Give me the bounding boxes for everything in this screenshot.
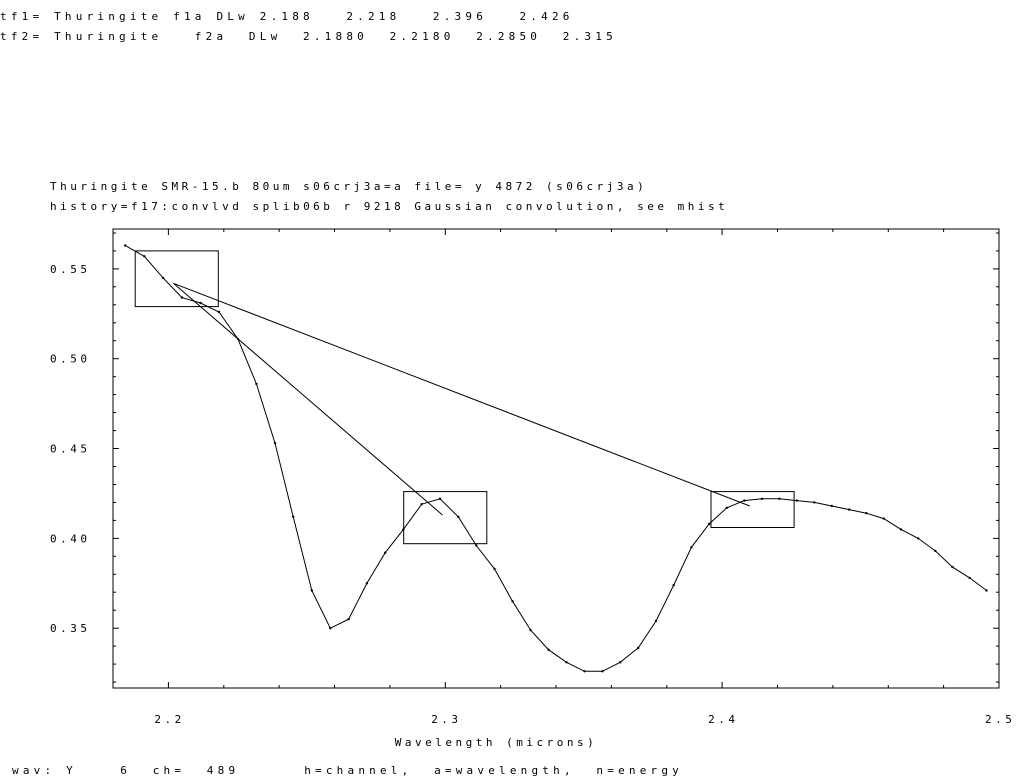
data-point [583,670,586,673]
continuum-lines [173,282,750,516]
continuum-line [173,282,750,507]
y-tick-labels: 0.35 0.40 0.45 0.50 0.55 [50,263,91,635]
data-point [848,508,851,511]
data-point [813,501,816,504]
data-point [968,576,971,580]
data-point [707,522,711,526]
data-point [329,627,332,630]
data-point [217,310,221,314]
data-point [180,296,184,299]
data-point [743,499,746,502]
data-point [438,497,442,500]
data-point [934,549,937,553]
data-point [690,546,693,549]
y-tick-label: 0.40 [50,532,91,545]
data-point [672,583,675,587]
header-tf2: tf2= Thuringite f2a DLw 2.1880 2.2180 2.… [0,30,617,43]
feature-box [710,491,795,529]
data-point [347,618,350,621]
data-point [760,497,764,500]
data-point [529,628,532,632]
x-tick-labels: 2.2 2.3 2.4 2.5 [154,713,1015,726]
y-tick-label: 0.50 [50,353,91,366]
data-point [654,619,658,623]
header-tf1: tf1= Thuringite f1a DLw 2.188 2.218 2.39… [0,10,574,23]
spectrum-line [124,245,987,672]
data-point [601,670,604,673]
data-point [124,244,127,247]
chart-title: Thuringite SMR-15.b 80um s06crj3a=a file… [50,180,647,193]
data-point [236,337,240,341]
data-point [511,600,514,603]
data-point [365,582,369,585]
data-point [493,567,496,571]
data-point [475,544,478,547]
data-point [547,648,550,651]
data-point [619,661,622,664]
data-point [778,497,781,500]
data-point [637,646,640,650]
data-point [420,503,423,506]
data-point [255,382,258,386]
data-point [899,528,903,531]
x-axis-label: Wavelength (microns) [395,736,597,749]
data-point [830,504,833,508]
data-point [882,517,885,520]
feature-box [134,250,219,308]
y-tick-label: 0.55 [50,263,91,276]
x-tick-label: 2.3 [431,713,461,726]
data-point [457,515,460,518]
data-point [951,565,954,569]
feature-boxes [134,250,795,545]
x-tick-label: 2.5 [985,713,1015,726]
chart-history-line: history=f17:convlvd splib06b r 9218 Gaus… [50,200,728,213]
axis-ticks [112,229,1000,688]
y-tick-label: 0.45 [50,443,91,456]
status-line: wav: Y 6 ch= 489 h=channel, a=wavelength… [12,764,683,777]
y-tick-label: 0.35 [50,622,91,635]
continuum-line [173,282,443,516]
plot-frame [112,228,1000,689]
data-point [310,589,313,592]
data-point [384,551,387,554]
data-point [292,515,295,518]
data-point [865,512,868,515]
data-point [402,528,405,531]
data-point [795,499,799,502]
feature-box [403,491,488,545]
x-tick-label: 2.4 [708,713,738,726]
data-point [161,276,165,280]
x-tick-label: 2.2 [154,713,184,726]
data-point [199,301,202,305]
data-point [565,661,568,664]
spectrum-series [124,244,988,673]
data-point [917,537,920,540]
data-point [985,589,988,592]
data-point [725,506,728,509]
data-point [273,441,277,445]
data-point [143,255,146,258]
